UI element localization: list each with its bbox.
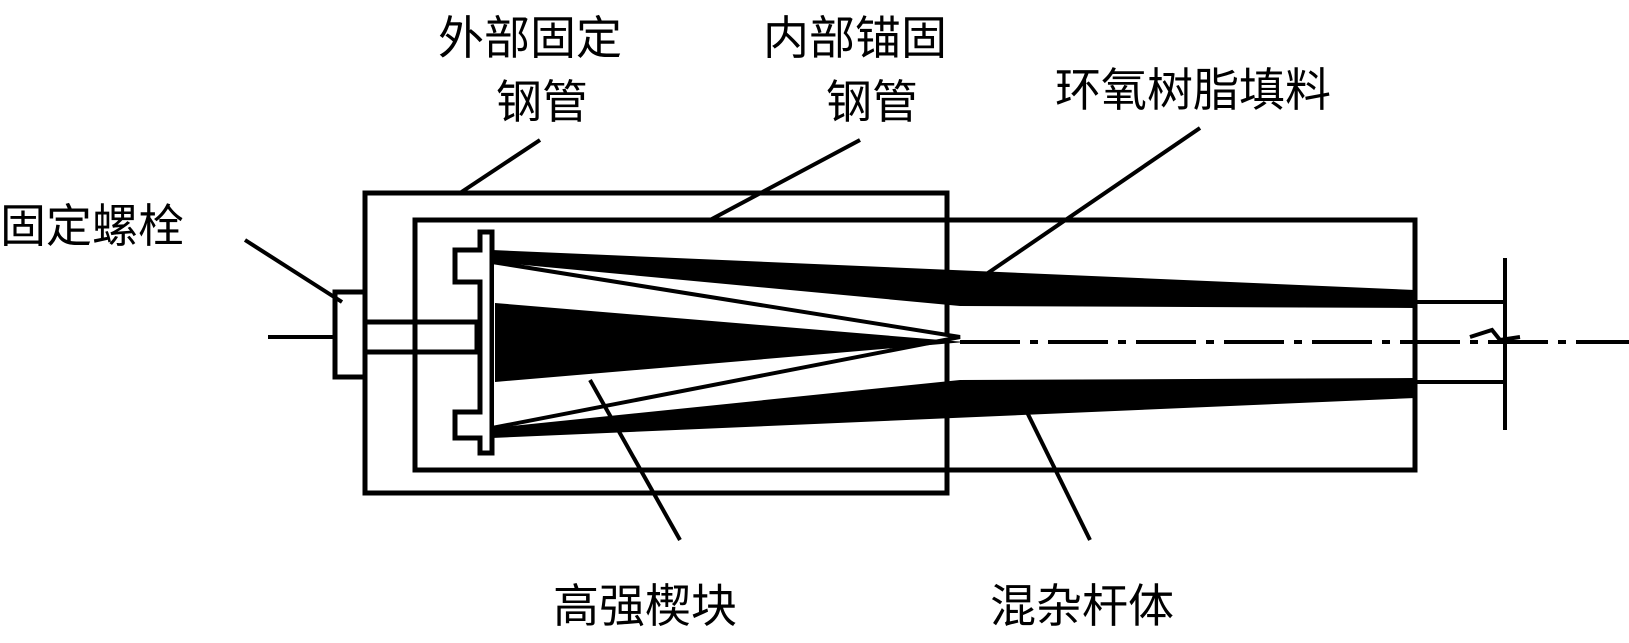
label-outer-tube-line1: 外部固定	[438, 11, 622, 65]
inner-steel-tube	[412, 217, 1418, 473]
label-wedge: 高强楔块	[553, 579, 737, 633]
leader-wedge	[588, 379, 682, 541]
bolt-shank	[362, 319, 480, 355]
leader-bolt	[243, 238, 344, 304]
label-outer-tube-line2: 钢管	[496, 75, 588, 129]
leader-rod	[1018, 397, 1092, 541]
label-epoxy: 环氧树脂填料	[1055, 63, 1331, 117]
high-strength-wedge	[495, 303, 965, 382]
leader-inner-tube	[709, 138, 861, 222]
label-bolt: 固定螺栓	[0, 199, 184, 253]
epoxy-filler-lower	[492, 378, 1415, 438]
label-inner-tube-line1: 内部锚固	[763, 11, 947, 65]
leader-epoxy	[983, 126, 1202, 277]
bolt-head	[332, 289, 368, 380]
label-inner-tube-line2: 钢管	[826, 75, 918, 129]
epoxy-filler-upper	[492, 250, 1415, 308]
label-rod: 混杂杆体	[990, 579, 1174, 633]
end-plate	[452, 229, 495, 456]
leader-outer-tube	[458, 138, 542, 195]
break-symbol	[1469, 327, 1521, 343]
